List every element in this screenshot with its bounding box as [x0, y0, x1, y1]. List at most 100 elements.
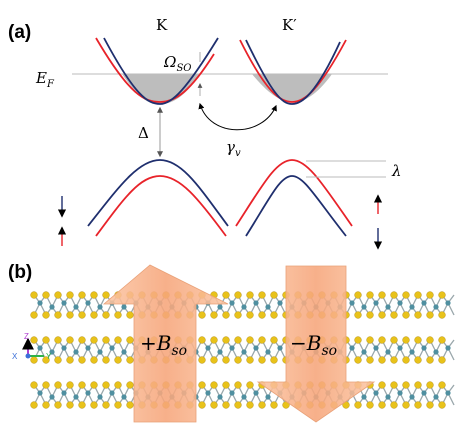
metal-atom [349, 345, 355, 351]
metal-atom [253, 345, 259, 351]
metal-atom [421, 390, 427, 396]
metal-atom [61, 390, 67, 396]
valley-k-label: K [156, 16, 168, 34]
metal-atom [109, 345, 115, 351]
metal-atom [37, 300, 43, 306]
chalcogen-atom [222, 311, 230, 319]
chalcogen-atom [258, 311, 266, 319]
chalcogen-atom [30, 291, 38, 299]
chalcogen-atom [390, 291, 398, 299]
chalcogen-atom [354, 311, 362, 319]
metal-atom [421, 345, 427, 351]
chalcogen-atom [258, 356, 266, 364]
chalcogen-atom [198, 356, 206, 364]
panel-a-label: (a) [8, 22, 31, 43]
chalcogen-atom [234, 356, 242, 364]
chalcogen-atom [78, 356, 86, 364]
chalcogen-atom [210, 311, 218, 319]
chalcogen-atom [42, 356, 50, 364]
metal-atom [265, 304, 271, 310]
chalcogen-atom [402, 381, 410, 389]
chalcogen-atom [270, 356, 278, 364]
chalcogen-atom [126, 381, 134, 389]
metal-atom [277, 300, 283, 306]
chalcogen-atom [438, 291, 446, 299]
chalcogen-atom [378, 401, 386, 409]
chalcogen-atom [114, 356, 122, 364]
metal-atom [109, 390, 115, 396]
chalcogen-atom [78, 401, 86, 409]
chalcogen-atom [42, 381, 50, 389]
metal-atom [397, 300, 403, 306]
fermi-level-label: EF [35, 69, 55, 90]
kprime-conduction-filled-region [252, 74, 332, 102]
chalcogen-atom [390, 311, 398, 319]
crystal-lattice [30, 291, 455, 409]
metal-atom [49, 349, 55, 355]
valley-k-prime-label: K′ [282, 16, 297, 34]
chalcogen-atom [222, 336, 230, 344]
metal-atom [241, 304, 247, 310]
chalcogen-atom [438, 356, 446, 364]
chalcogen-atom [390, 401, 398, 409]
chalcogen-atom [90, 356, 98, 364]
metal-atom [97, 304, 103, 310]
chalcogen-atom [210, 336, 218, 344]
chalcogen-atom [270, 311, 278, 319]
panel-a: (a) EF K K′ ΩSO Δ γv λ [8, 16, 402, 250]
chalcogen-atom [234, 311, 242, 319]
chalcogen-atom [366, 401, 374, 409]
metal-atom [97, 394, 103, 400]
metal-atom [433, 304, 439, 310]
chalcogen-atom [366, 291, 374, 299]
metal-atom [37, 345, 43, 351]
panel-b-label: (b) [8, 262, 32, 283]
chalcogen-atom [126, 356, 134, 364]
chalcogen-atom [270, 336, 278, 344]
chalcogen-atom [402, 311, 410, 319]
chalcogen-atom [270, 401, 278, 409]
chalcogen-atom [114, 381, 122, 389]
chalcogen-atom [42, 311, 50, 319]
metal-atom [121, 349, 127, 355]
metal-atom [445, 300, 451, 306]
minus-field-label: −Bso [290, 331, 337, 359]
chalcogen-atom [246, 401, 254, 409]
chalcogen-atom [126, 311, 134, 319]
metal-atom [229, 345, 235, 351]
chalcogen-atom [66, 401, 74, 409]
plus-field-arrow [102, 264, 229, 423]
k-conduction-band-red [95, 37, 215, 103]
chalcogen-atom [438, 381, 446, 389]
k-valence-band-red [95, 175, 227, 237]
metal-atom [49, 394, 55, 400]
lattice-layer [30, 336, 455, 364]
chalcogen-atom [258, 336, 266, 344]
chalcogen-atom [402, 356, 410, 364]
lattice-layer [30, 291, 455, 319]
kprime-conduction-band-blue [245, 39, 341, 105]
chalcogen-atom [390, 381, 398, 389]
chalcogen-atom [90, 291, 98, 299]
metal-atom [409, 349, 415, 355]
chalcogen-atom [426, 311, 434, 319]
chalcogen-atom [354, 401, 362, 409]
chalcogen-atom [414, 336, 422, 344]
chalcogen-atom [246, 291, 254, 299]
metal-atom [349, 300, 355, 306]
metal-atom [37, 390, 43, 396]
chalcogen-atom [66, 311, 74, 319]
metal-atom [409, 304, 415, 310]
chalcogen-atom [378, 311, 386, 319]
metal-atom [385, 394, 391, 400]
metal-atom [361, 304, 367, 310]
chalcogen-atom [78, 291, 86, 299]
chalcogen-atom [90, 401, 98, 409]
metal-atom [409, 394, 415, 400]
spin-orbit-valence-label: λ [391, 162, 402, 180]
metal-atom [361, 394, 367, 400]
chalcogen-atom [246, 336, 254, 344]
metal-atom [373, 345, 379, 351]
chalcogen-atom [414, 401, 422, 409]
metal-atom [277, 345, 283, 351]
